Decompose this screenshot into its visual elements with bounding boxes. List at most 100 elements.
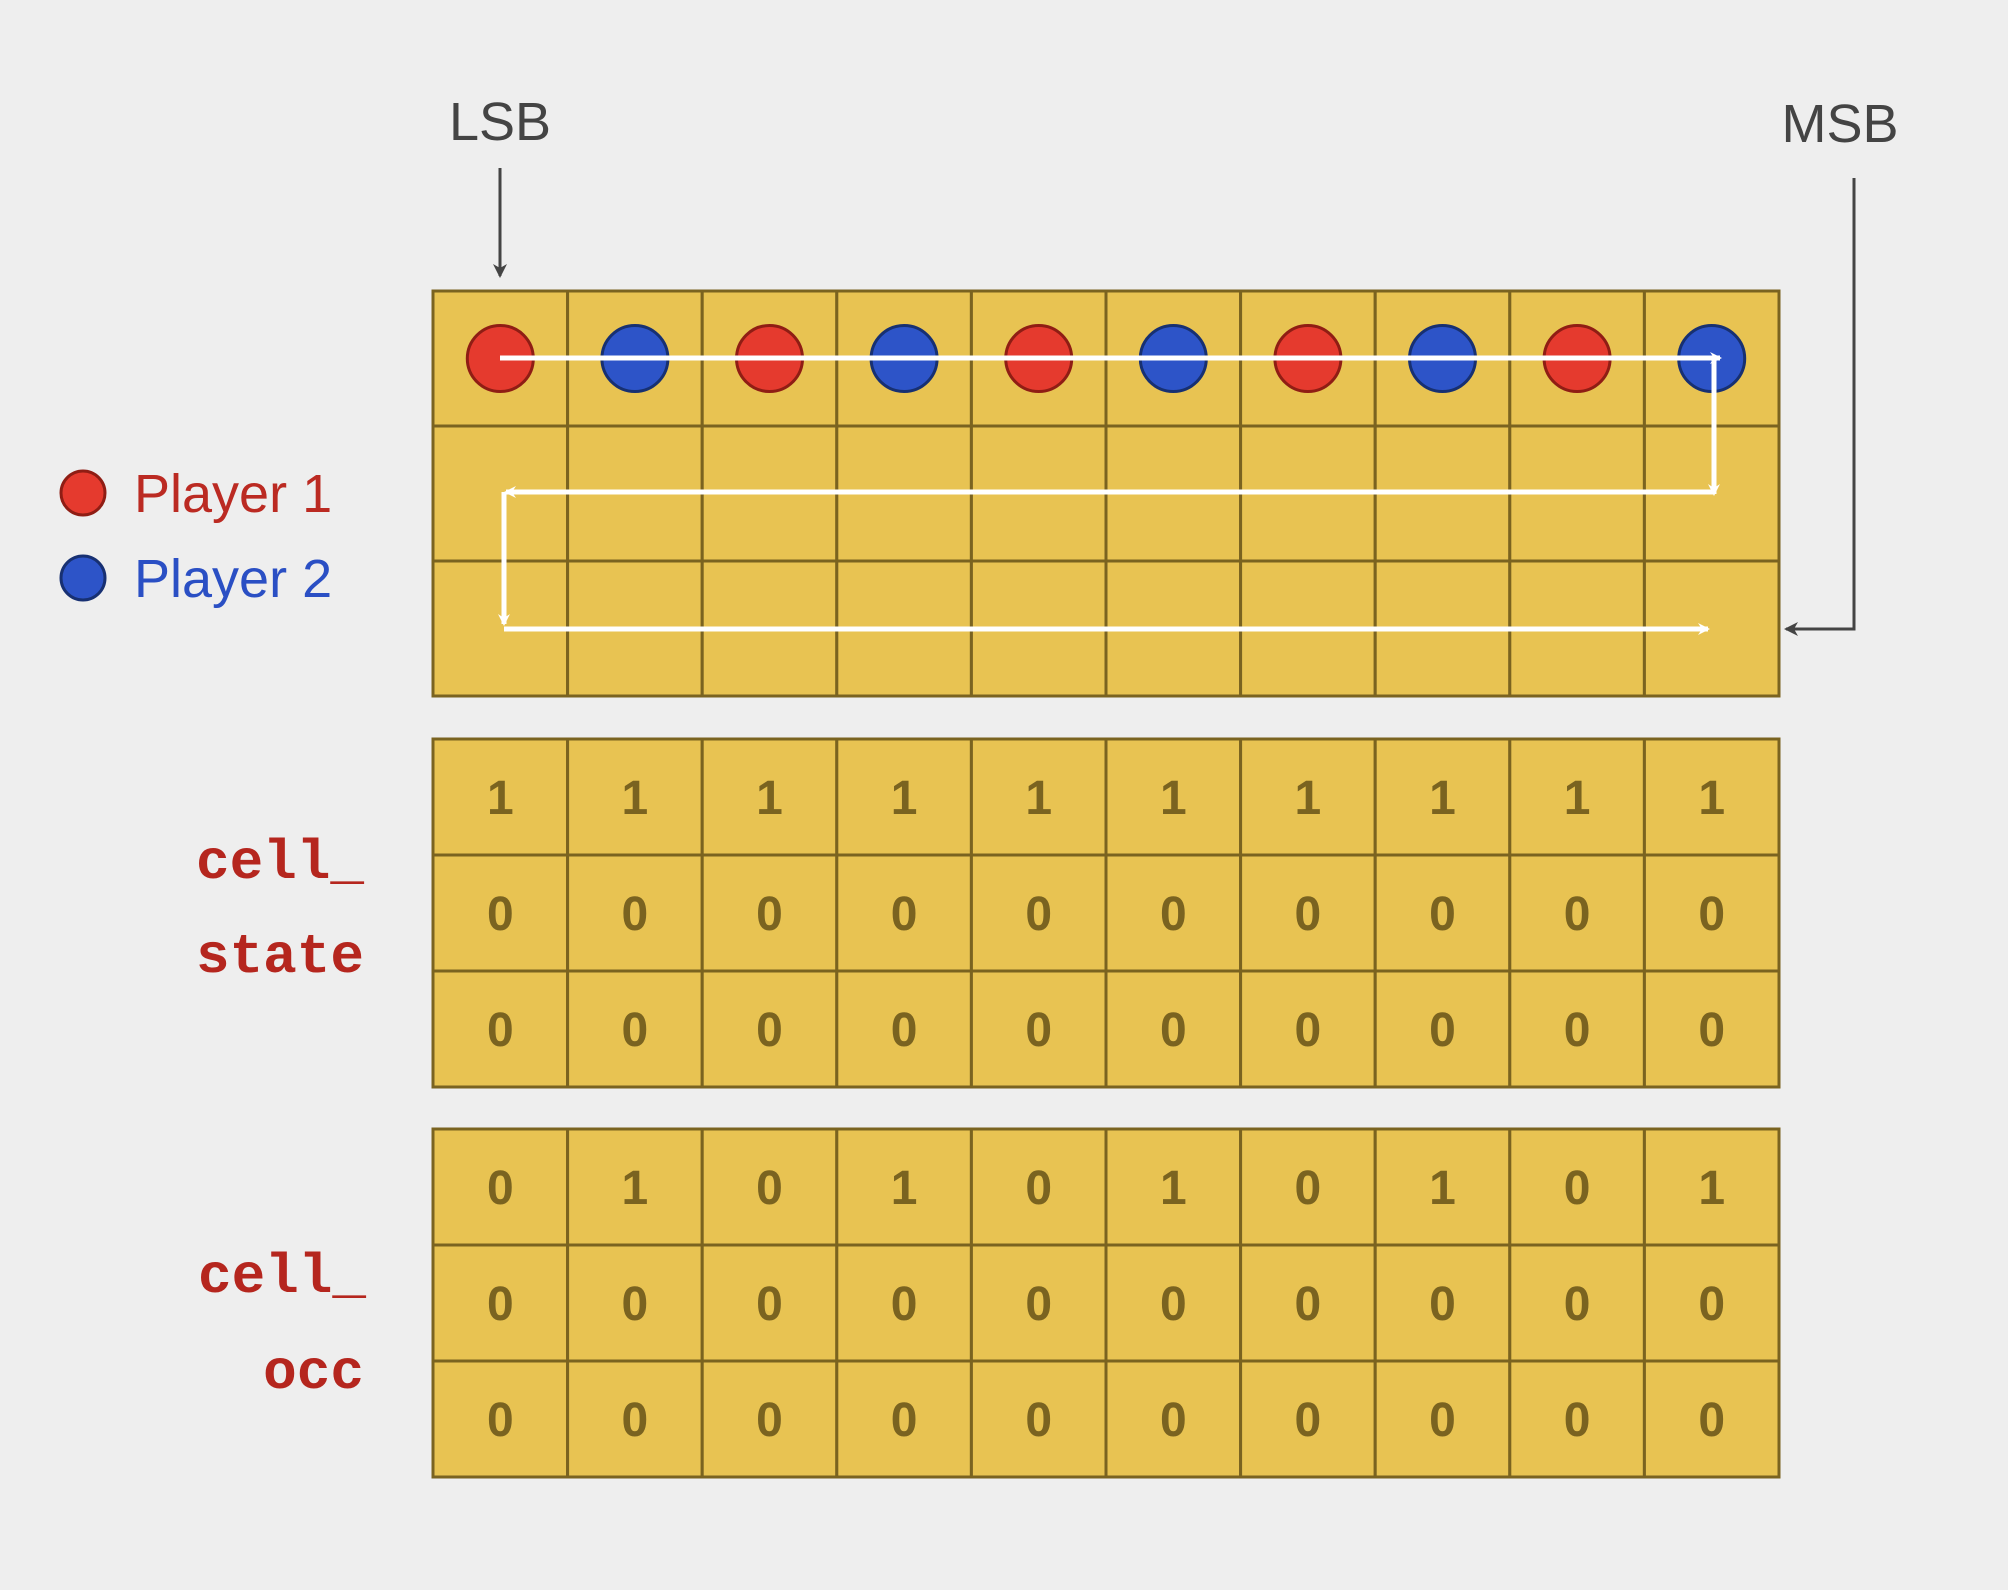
cell-occ-bit: 0 — [1564, 1278, 1591, 1331]
cell-state-bit: 0 — [1025, 888, 1052, 941]
msb-pointer-arrow — [1784, 178, 1856, 636]
cell-occ-cell-r1-c5 — [1104, 1243, 1243, 1363]
cell-occ-bit: 0 — [1564, 1162, 1591, 1215]
cell-occ-bit: 1 — [1429, 1162, 1456, 1215]
cell-state-bit: 1 — [1564, 772, 1591, 825]
cell-occ-bit: 1 — [1698, 1162, 1725, 1215]
cell-state-label-line1: cell_ — [196, 831, 364, 895]
cell-occ-cell-r2-c4 — [969, 1359, 1108, 1479]
lsb-label: LSB — [449, 92, 551, 152]
cell-state-bit: 0 — [891, 888, 918, 941]
cell-state-bit: 0 — [622, 888, 649, 941]
player1-legend-dot — [59, 469, 107, 517]
cell-state-cell-r1-c0 — [431, 853, 570, 973]
msb-label: MSB — [1781, 94, 1898, 154]
cell-occ-bit: 0 — [756, 1162, 783, 1215]
cell-state-cell-r1-c8 — [1508, 853, 1646, 973]
cell-state-bit: 0 — [1295, 888, 1322, 941]
cell-occ-bit: 0 — [891, 1278, 918, 1331]
cell-occ-cell-r0-c0 — [431, 1127, 570, 1247]
cell-occ-bit: 0 — [487, 1394, 514, 1447]
cell-state-cell-r2-c4 — [969, 969, 1108, 1089]
cell-state-cell-r2-c6 — [1239, 969, 1377, 1089]
cell-state-bit: 1 — [1025, 772, 1052, 825]
cell-state-bit: 0 — [756, 888, 783, 941]
cell-state-bit: 1 — [1698, 772, 1725, 825]
cell-occ-bit: 1 — [891, 1162, 918, 1215]
cell-occ-cell-r1-c2 — [700, 1243, 839, 1363]
cell-state-bit: 0 — [1429, 888, 1456, 941]
cell-state-cell-r1-c6 — [1239, 853, 1377, 973]
cell-occ-bit: 0 — [1698, 1278, 1725, 1331]
cell-state-cell-r2-c1 — [566, 969, 704, 1089]
cell-occ-cell-r1-c4 — [969, 1243, 1108, 1363]
cell-occ-bit: 1 — [1160, 1162, 1187, 1215]
cell-state-bit: 0 — [1564, 1004, 1591, 1057]
cell-state-bit: 1 — [487, 772, 514, 825]
cell-occ-cell-r0-c6 — [1239, 1127, 1377, 1247]
cell-occ-cell-r0-c4 — [969, 1127, 1108, 1247]
cell-occ-cell-r2-c5 — [1104, 1359, 1243, 1479]
cell-state-bit: 0 — [622, 1004, 649, 1057]
cell-occ-bit: 0 — [1160, 1394, 1187, 1447]
cell-occ-cell-r0-c1 — [566, 1127, 704, 1247]
cell-state-label-line2: state — [196, 925, 364, 989]
cell-occ-bit: 0 — [622, 1394, 649, 1447]
cell-state-bit: 0 — [487, 888, 514, 941]
cell-state-bit: 1 — [1295, 772, 1322, 825]
cell-state-cell-r0-c9 — [1642, 737, 1781, 857]
cell-occ-bit: 0 — [487, 1162, 514, 1215]
cell-occ-bit: 0 — [1295, 1278, 1322, 1331]
cell-state-cell-r0-c2 — [700, 737, 839, 857]
cell-state-cell-r1-c2 — [700, 853, 839, 973]
cell-occ-cell-r1-c6 — [1239, 1243, 1377, 1363]
cell-state-bit: 0 — [1698, 1004, 1725, 1057]
cell-state-bit: 1 — [622, 772, 649, 825]
cell-state-cell-r0-c0 — [431, 737, 570, 857]
cell-state-bit: 0 — [1160, 1004, 1187, 1057]
cell-occ-bit: 0 — [1295, 1394, 1322, 1447]
cell-occ-cell-r0-c3 — [835, 1127, 973, 1247]
cell-occ-bit: 0 — [1025, 1394, 1052, 1447]
legend: Player 1 Player 2 — [59, 464, 332, 609]
cell-state-cell-r0-c6 — [1239, 737, 1377, 857]
cell-state-bit: 0 — [756, 1004, 783, 1057]
cell-occ-cell-r2-c2 — [700, 1359, 839, 1479]
cell-state-cell-r2-c7 — [1373, 969, 1512, 1089]
cell-state-bit: 1 — [1429, 772, 1456, 825]
cell-occ-bit: 0 — [1564, 1394, 1591, 1447]
cell-occ-bit: 0 — [1429, 1394, 1456, 1447]
cell-occ-cell-r2-c1 — [566, 1359, 704, 1479]
cell-occ-cell-r0-c9 — [1642, 1127, 1781, 1247]
cell-occ-label-line1: cell_ — [198, 1245, 366, 1309]
cell-occ-cell-r2-c7 — [1373, 1359, 1512, 1479]
cell-occ-cell-r1-c0 — [431, 1243, 570, 1363]
cell-state-bit: 1 — [756, 772, 783, 825]
cell-state-cell-r0-c8 — [1508, 737, 1646, 857]
cell-state-bit: 0 — [891, 1004, 918, 1057]
bit-order-path — [498, 352, 1722, 635]
cell-state-bit: 0 — [1295, 1004, 1322, 1057]
cell-occ-cell-r1-c8 — [1508, 1243, 1646, 1363]
cell-state-bit: 0 — [1564, 888, 1591, 941]
cell-state-cell-r0-c3 — [835, 737, 973, 857]
cell-occ-bit: 0 — [1295, 1162, 1322, 1215]
cell-occ-bit: 0 — [622, 1278, 649, 1331]
cell-state-bit: 0 — [1025, 1004, 1052, 1057]
cell-state-cell-r0-c5 — [1104, 737, 1243, 857]
cell-state-bit: 0 — [1160, 888, 1187, 941]
cell-occ-bit: 0 — [756, 1278, 783, 1331]
cell-occ-bit: 0 — [756, 1394, 783, 1447]
cell-occ-cell-r2-c3 — [835, 1359, 973, 1479]
cell-state-cell-r2-c5 — [1104, 969, 1243, 1089]
cell-state-cell-r1-c3 — [835, 853, 973, 973]
cell-occ-label-line2: occ — [263, 1341, 364, 1405]
cell-state-bit: 1 — [891, 772, 918, 825]
cell-state-bit: 0 — [1698, 888, 1725, 941]
cell-occ-bit: 0 — [1429, 1278, 1456, 1331]
player2-legend-dot — [59, 554, 107, 602]
cell-occ-cell-r0-c5 — [1104, 1127, 1243, 1247]
cell-state-bit: 0 — [487, 1004, 514, 1057]
